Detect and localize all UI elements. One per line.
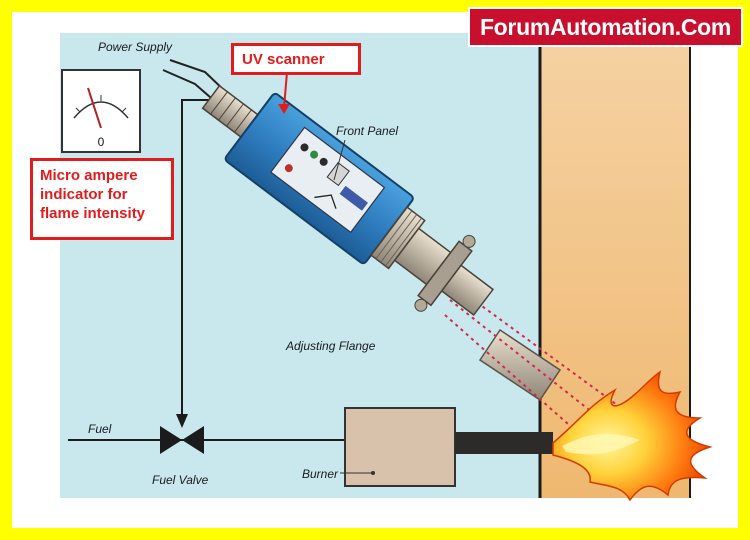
panel-switch bbox=[326, 161, 350, 187]
burner-label: Burner bbox=[302, 467, 339, 481]
fuel-valve-right bbox=[182, 426, 204, 454]
fuel-valve-label: Fuel Valve bbox=[152, 473, 209, 487]
burner-nozzle bbox=[455, 432, 553, 454]
brand-banner: ForumAutomation.Com bbox=[468, 7, 743, 47]
meter-scale bbox=[73, 101, 129, 119]
micro-ampere-line-3: flame intensity bbox=[40, 205, 146, 222]
panel-led-2 bbox=[310, 150, 319, 159]
fuel-valve-left bbox=[160, 426, 182, 454]
micro-ampere-meter bbox=[61, 69, 141, 153]
panel-led-1 bbox=[300, 143, 309, 152]
micro-ampere-callout: Micro ampere indicator for flame intensi… bbox=[30, 158, 174, 240]
uv-scanner-callout: UV scanner bbox=[231, 43, 361, 75]
panel-led-3 bbox=[319, 157, 328, 166]
uv-scanner-assembly bbox=[201, 84, 495, 317]
signal-line bbox=[181, 99, 215, 420]
burner-box bbox=[344, 407, 456, 487]
front-panel-leader bbox=[333, 139, 346, 181]
uv-scanner-leader bbox=[283, 71, 288, 109]
panel-display bbox=[339, 185, 368, 211]
front-panel-label: Front Panel bbox=[336, 124, 398, 138]
adjusting-flange-label: Adjusting Flange bbox=[285, 339, 376, 353]
meter-zero-label: 0 bbox=[98, 135, 105, 149]
flame-core bbox=[562, 433, 640, 455]
burner-flame bbox=[552, 370, 713, 502]
flange-spigot bbox=[440, 264, 495, 317]
signal-arrow bbox=[176, 414, 188, 428]
meter-needle bbox=[87, 87, 102, 129]
panel-led-4 bbox=[284, 164, 293, 173]
fuel-label: Fuel bbox=[88, 422, 112, 436]
micro-ampere-line-1: Micro ampere bbox=[40, 167, 138, 184]
sight-line-1 bbox=[449, 299, 641, 451]
power-supply-label: Power Supply bbox=[98, 40, 173, 54]
micro-ampere-line-2: indicator for bbox=[40, 186, 128, 203]
